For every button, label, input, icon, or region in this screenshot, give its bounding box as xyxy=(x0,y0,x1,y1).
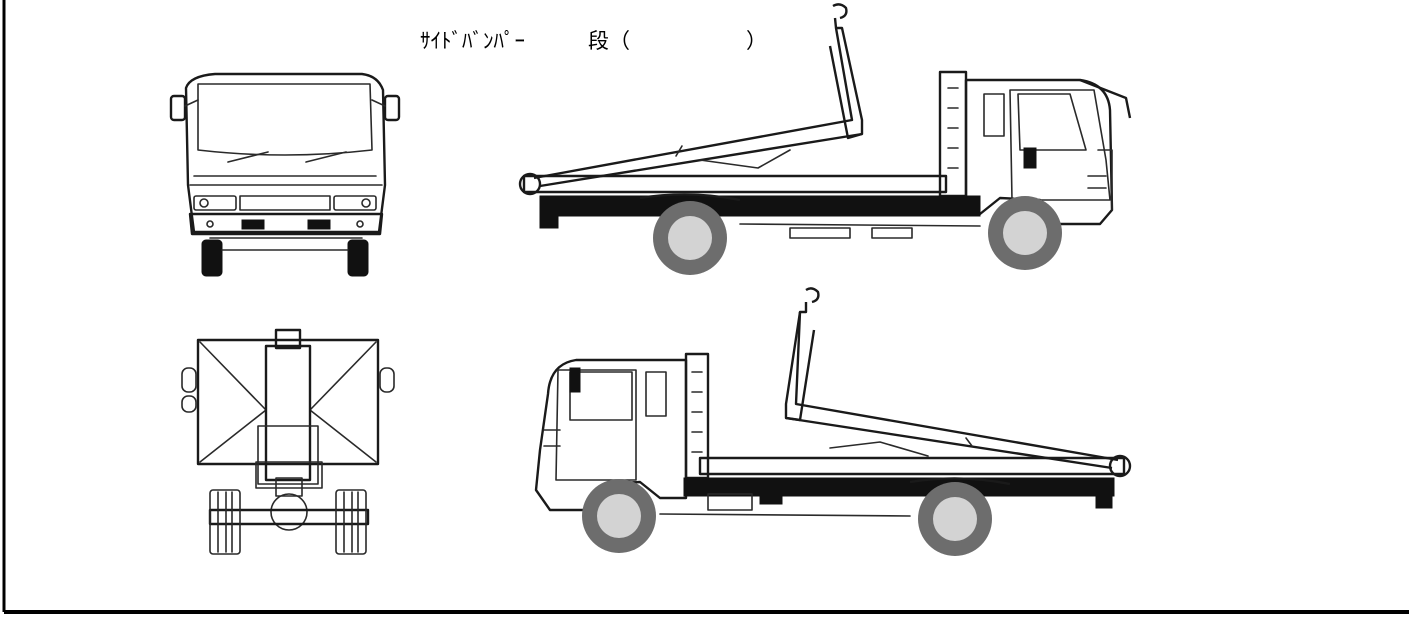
frame-border xyxy=(2,0,1409,614)
side-view-left-rear-wheel xyxy=(918,482,992,556)
stage-text: 段（ xyxy=(588,29,630,53)
truck-rear-view xyxy=(181,328,395,555)
truck-front-view xyxy=(169,72,401,277)
side-bumper-stage-label: ｻｲﾄﾞﾊﾞﾝﾊﾟｰ 段（ ） xyxy=(420,24,767,58)
truck-side-view-left xyxy=(534,287,1132,556)
side-view-right-front-wheel xyxy=(988,196,1062,270)
side-bumper-text: ｻｲﾄﾞﾊﾞﾝﾊﾟｰ xyxy=(420,29,525,53)
side-view-right-rear-wheel xyxy=(653,201,727,275)
truck-side-view-right xyxy=(518,3,1132,275)
close-paren-text: ） xyxy=(746,29,767,53)
side-view-left-front-wheel xyxy=(582,479,656,553)
